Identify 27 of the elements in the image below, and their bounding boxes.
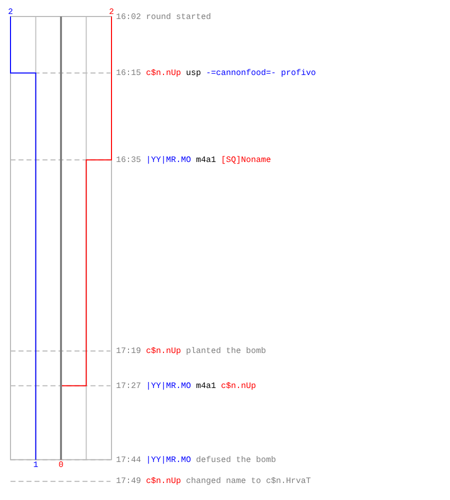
player-name: |YY|MR.MO [146,154,191,165]
value-label: 2 [109,8,114,16]
player-name: |YY|MR.MO [146,380,191,391]
event-text: defused the bomb [196,454,276,465]
player-name: -=cannonfood=- profivo [206,68,316,78]
time-label: 16:02 [116,12,141,22]
time-label: 17:19 [116,346,141,356]
event-text: planted the bomb [186,346,266,356]
value-label: 2 [8,8,13,16]
value-label: 1 [33,460,38,469]
weapon-name: usp [186,68,201,78]
time-label: 17:49 [116,476,141,486]
event-text: changed name to c$n.HrvaT [186,476,311,486]
time-label: 17:27 [116,380,141,391]
time-label: 17:44 [116,454,141,465]
player-name: c$n.nUp [146,346,181,356]
event-text: round started [146,12,211,22]
player-name: [SQ]Noname [220,154,271,165]
time-label: 16:15 [116,68,141,78]
player-name: c$n.nUp [220,380,256,391]
value-label: 0 [58,460,64,469]
player-name: c$n.nUp [146,68,181,78]
player-name: |YY|MR.MO [146,454,191,465]
weapon-name: m4a1 [196,154,216,165]
player-name: c$n.nUp [146,476,181,486]
weapon-name: m4a1 [196,380,216,391]
time-label: 16:35 [116,154,141,165]
